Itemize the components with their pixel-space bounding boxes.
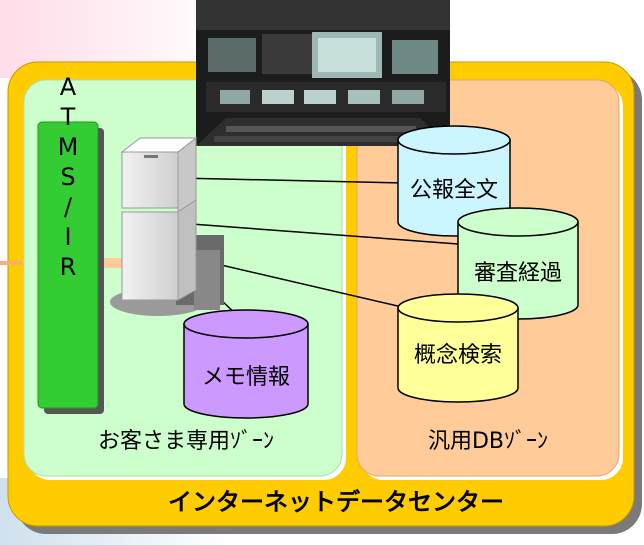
cylinder-label-memo: メモ情報: [202, 365, 290, 390]
cylinder-label-shinsa: 審査経過: [474, 261, 562, 286]
cylinder-gainen-kensaku: [397, 293, 519, 403]
server-icon: [110, 136, 224, 316]
cylinder-label-gainen: 概念検索: [414, 343, 502, 368]
atms-ir-bar: [37, 121, 99, 409]
control-room-photo: [196, 0, 450, 146]
db-zone-label: 汎用DBｿﾞｰﾝ: [428, 429, 548, 454]
left-pipe-connector: [92, 258, 126, 268]
atms-ir-label: ATMS/IR: [54, 73, 82, 283]
customer-zone-label: お客さま専用ｿﾞｰﾝ: [98, 429, 274, 454]
cylinder-shinsa-keika: [457, 207, 579, 320]
datacenter-label: インターネットデータセンター: [168, 488, 504, 516]
cylinder-label-koho: 公報全文: [410, 178, 498, 203]
cylinder-memo-joho: [183, 309, 309, 419]
